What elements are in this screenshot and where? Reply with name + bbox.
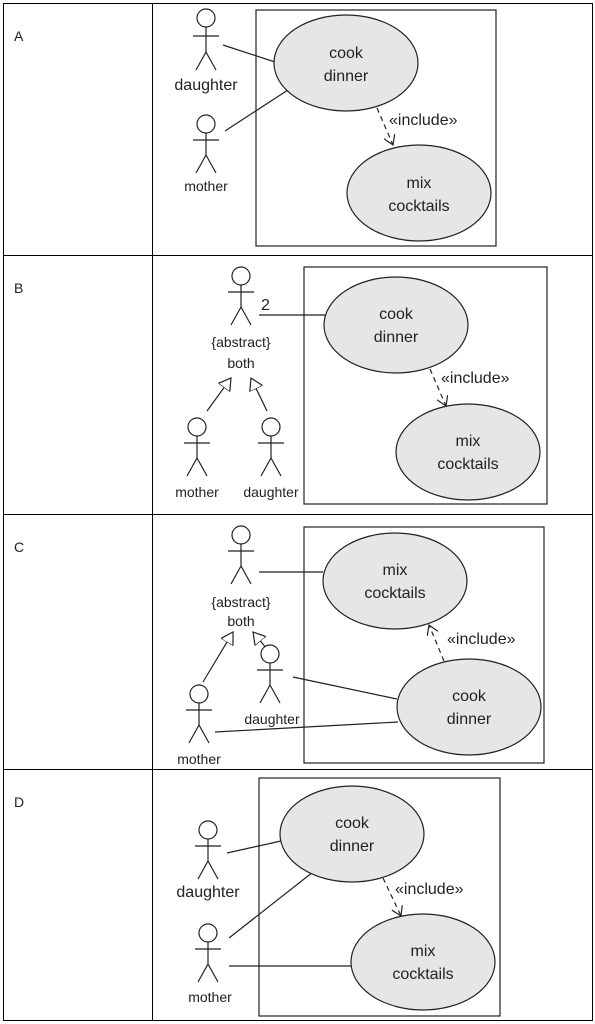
association-mother-cook (228, 871, 314, 939)
use-case-label-line1: cook (379, 306, 414, 323)
actor-label-mother: mother (188, 989, 232, 1005)
include-stereotype-label: «include» (441, 370, 510, 387)
association-daughter-cook (226, 840, 282, 854)
association-mother-cook (214, 721, 399, 733)
diagram-cell-d: daughter mother cook dinner (153, 770, 592, 1020)
use-case-mix-cocktails (346, 144, 492, 242)
association-mother-cook (224, 87, 292, 132)
association-daughter-cook (222, 44, 276, 63)
use-case-label-line2: cocktails (392, 966, 453, 983)
option-row-d: D daughter (4, 770, 592, 1020)
generalization-mother-both (206, 378, 231, 412)
actor-label-daughter: daughter (243, 484, 299, 500)
association-daughter-cook (292, 676, 398, 700)
actor-daughter (257, 644, 283, 704)
option-letter: A (14, 28, 24, 44)
use-case-label-line1: cook (335, 815, 370, 832)
option-letter: C (14, 539, 25, 555)
actor-label-mother: mother (175, 484, 219, 500)
use-case-mix-cocktails (322, 532, 468, 630)
use-case-mix-cocktails (395, 403, 541, 501)
use-case-cook-dinner (273, 14, 419, 112)
include-dependency-arrow (429, 625, 445, 662)
actor-label-both: both (227, 355, 254, 371)
use-case-diagram-a: daughter mother cook dinner mix (174, 8, 497, 247)
use-case-label-line2: dinner (447, 711, 492, 728)
actor-label-daughter: daughter (244, 711, 300, 727)
actor-label-mother: mother (177, 751, 221, 767)
actor-label-both: both (227, 613, 254, 629)
use-case-label-line2: cocktails (437, 456, 498, 473)
use-case-label-line1: cook (452, 688, 487, 705)
use-case-diagram-b: {abstract} both 2 mother (175, 266, 548, 505)
use-case-label-line2: dinner (330, 838, 375, 855)
option-row-b: B {abstract} both 2 (4, 256, 592, 515)
option-label-cell: B (4, 256, 153, 514)
use-case-label-line1: cook (329, 45, 364, 62)
option-label-cell: D (4, 770, 153, 1020)
option-letter: D (14, 794, 25, 810)
actor-label-daughter: daughter (176, 884, 240, 901)
actor-stereotype-label: {abstract} (211, 594, 270, 610)
include-stereotype-label: «include» (395, 881, 464, 898)
include-dependency-arrow (382, 877, 401, 916)
use-case-diagram-c: {abstract} both daughter (177, 525, 545, 767)
use-case-label-line1: mix (383, 562, 408, 579)
include-stereotype-label: «include» (447, 631, 516, 648)
actor-mother (186, 684, 212, 744)
actor-mother (193, 114, 219, 174)
actor-label-daughter: daughter (174, 77, 238, 94)
actor-daughter (258, 417, 284, 477)
use-case-mix-cocktails (350, 913, 496, 1011)
option-row-c: C {abstract} both (4, 515, 592, 770)
options-table: A (3, 3, 593, 1021)
option-letter: B (14, 280, 24, 296)
use-case-label-line1: mix (407, 175, 432, 192)
option-label-cell: C (4, 515, 153, 769)
use-case-label-line2: cocktails (364, 585, 425, 602)
actor-abstract-both (228, 525, 254, 585)
multiplicity-label: 2 (261, 297, 270, 314)
actor-daughter (193, 8, 219, 71)
option-label-cell: A (4, 4, 153, 255)
diagram-cell-a: daughter mother cook dinner mix (153, 4, 592, 255)
use-case-label-line1: mix (456, 433, 481, 450)
include-dependency-arrow (429, 368, 446, 406)
use-case-cook-dinner (396, 658, 542, 756)
actor-label-mother: mother (184, 178, 228, 194)
actor-mother (184, 417, 210, 477)
actor-stereotype-label: {abstract} (211, 334, 270, 350)
include-stereotype-label: «include» (389, 112, 458, 129)
actor-abstract-both (228, 266, 254, 326)
diagram-cell-c: {abstract} both daughter (153, 515, 592, 769)
actor-mother (195, 923, 221, 983)
use-case-cook-dinner (323, 276, 469, 374)
use-case-label-line2: cocktails (388, 198, 449, 215)
use-case-cook-dinner (279, 785, 425, 883)
include-dependency-arrow (376, 107, 393, 145)
diagram-cell-b: {abstract} both 2 mother (153, 256, 592, 514)
use-case-diagram-d: daughter mother cook dinner (176, 777, 501, 1017)
actor-daughter (195, 820, 221, 880)
option-row-a: A (4, 4, 592, 256)
use-case-label-line2: dinner (374, 329, 419, 346)
generalization-daughter-both (251, 378, 268, 412)
generalization-mother-both (202, 632, 233, 683)
use-case-label-line2: dinner (324, 68, 369, 85)
use-case-label-line1: mix (411, 943, 436, 960)
